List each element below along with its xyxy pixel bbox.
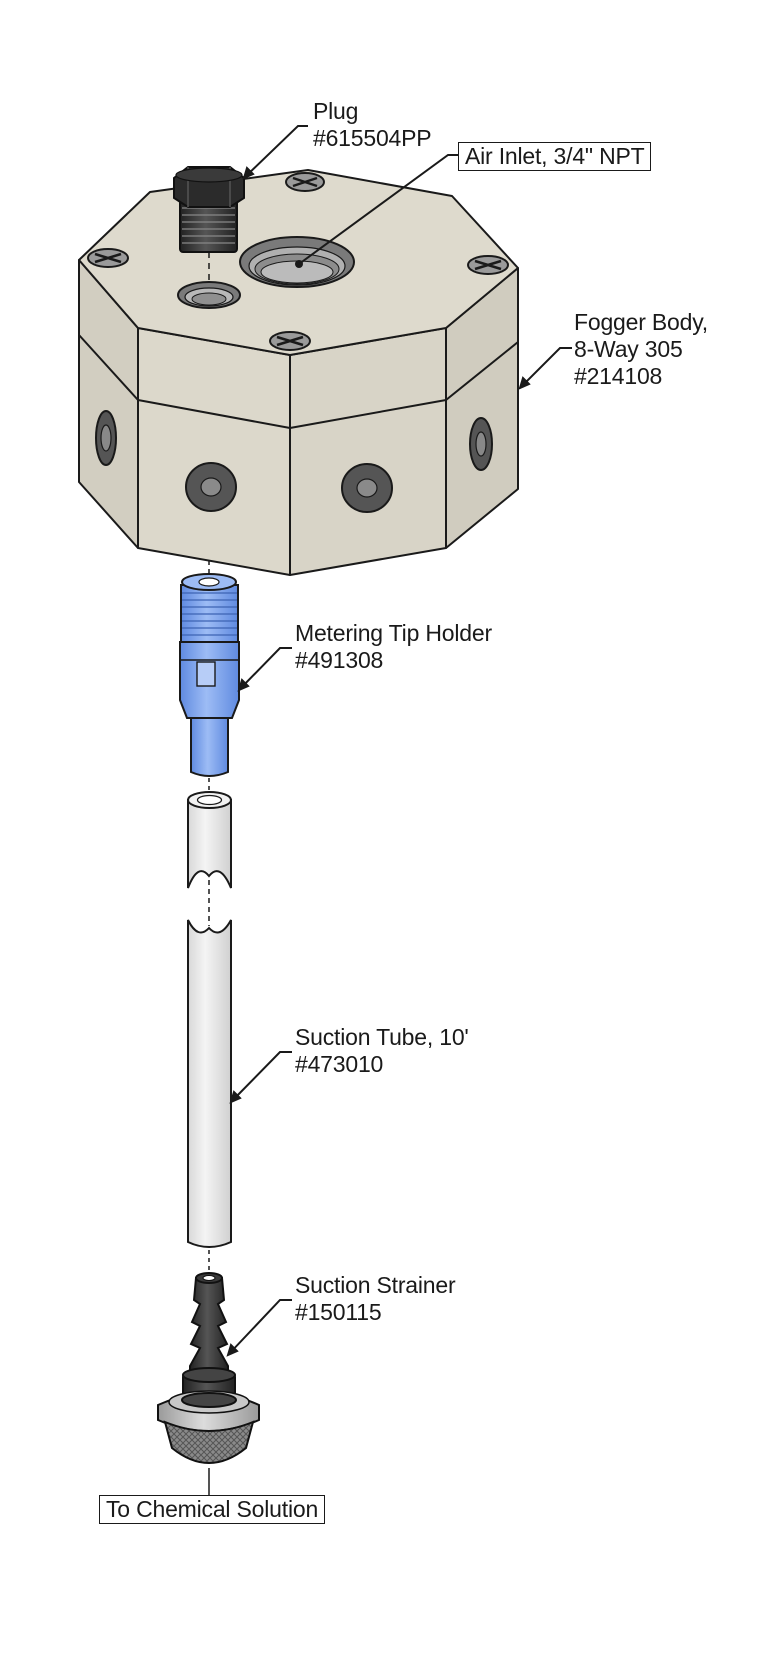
tube-lower-segment: [187, 919, 232, 1248]
body-seam: [78, 334, 519, 429]
label-plug-name: Plug: [313, 98, 359, 124]
label-fogger-body-part: #214108: [574, 363, 663, 389]
leader-suction-strainer: [227, 1299, 292, 1356]
tube-upper-segment: [187, 799, 232, 889]
side-port-right: [469, 417, 493, 471]
leader-air-inlet: [298, 154, 458, 265]
screw-top-center: [285, 172, 325, 192]
label-fogger-body: Fogger Body, 8-Way 305 #214108: [574, 309, 708, 390]
holder-tip-section: [190, 717, 229, 777]
strainer-mesh-basket: [163, 1420, 255, 1464]
side-port-left: [95, 410, 117, 466]
leader-lines: [226, 125, 572, 1357]
label-suction-tube-part: #473010: [295, 1051, 384, 1077]
label-fogger-body-name: Fogger Body,: [574, 309, 708, 335]
label-suction-strainer: Suction Strainer #150115: [295, 1272, 456, 1326]
fogger-body: [78, 169, 519, 576]
label-suction-tube: Suction Tube, 10' #473010: [295, 1024, 469, 1078]
label-plug-part: #615504PP: [313, 125, 432, 151]
body-face-front-right: [289, 327, 447, 576]
suction-tube-part: [187, 791, 232, 1248]
screw-top-left: [87, 248, 129, 268]
leader-metering-tip-holder: [238, 647, 292, 691]
strainer-barbed-stem: [189, 1277, 229, 1383]
plug-part: [173, 166, 245, 253]
side-port-front-left: [185, 462, 237, 512]
screw-top-front: [269, 331, 311, 351]
body-face-front-left: [137, 327, 291, 576]
label-chemical-solution: To Chemical Solution: [99, 1495, 326, 1524]
label-air-inlet: Air Inlet, 3/4" NPT: [458, 142, 652, 171]
screw-top-right: [467, 255, 509, 275]
label-plug: Plug #615504PP: [313, 98, 432, 152]
leader-suction-tube: [230, 1051, 292, 1103]
leader-fogger-body: [519, 347, 572, 389]
side-port-front-right: [341, 463, 393, 513]
label-metering-tip-holder: Metering Tip Holder #491308: [295, 620, 492, 674]
label-suction-strainer-part: #150115: [295, 1299, 382, 1325]
label-fogger-body-model: 8-Way 305: [574, 336, 683, 362]
label-suction-tube-name: Suction Tube, 10': [295, 1024, 469, 1050]
metering-tip-holder-part: [179, 573, 240, 777]
label-metering-tip-holder-name: Metering Tip Holder: [295, 620, 492, 646]
leader-plug: [243, 125, 308, 179]
suction-strainer-part: [157, 1272, 260, 1464]
plug-port-hole: [177, 281, 241, 309]
label-metering-tip-holder-part: #491308: [295, 647, 384, 673]
label-suction-strainer-name: Suction Strainer: [295, 1272, 456, 1298]
